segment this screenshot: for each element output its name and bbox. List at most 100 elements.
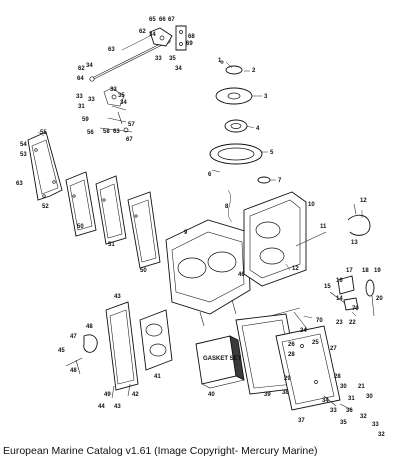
- callout-63: 63: [108, 47, 115, 53]
- callout-67: 67: [168, 17, 175, 23]
- callout-15: 15: [324, 284, 331, 290]
- callout-25: 25: [312, 340, 319, 346]
- callout-64: 64: [77, 76, 84, 82]
- callout-62: 62: [139, 29, 146, 35]
- callout-44: 44: [98, 404, 105, 410]
- callout-30: 30: [340, 384, 347, 390]
- callout-23: 23: [336, 320, 343, 326]
- callout-48: 48: [86, 324, 93, 330]
- callout-34b: 34: [175, 66, 182, 72]
- callout-43b: 43: [114, 404, 121, 410]
- callout-59: 59: [82, 117, 89, 123]
- callout-31b: 31: [348, 396, 355, 402]
- callout-69: 69: [186, 41, 193, 47]
- callout-34e: 34: [322, 398, 329, 404]
- callout-70: 70: [352, 306, 359, 312]
- callout-70b: 70: [316, 318, 323, 324]
- callout-12: 12: [360, 198, 367, 204]
- callout-42: 42: [132, 392, 139, 398]
- callout-9: 9: [184, 230, 188, 236]
- callout-26: 26: [288, 342, 295, 348]
- callout-50: 50: [77, 224, 84, 230]
- leader-lines: [37, 35, 363, 319]
- callout-33c: 33: [88, 97, 95, 103]
- callout-35: 35: [169, 56, 176, 62]
- callout-29: 29: [284, 376, 291, 382]
- callout-7: 7: [278, 178, 282, 184]
- callout-48b: 48: [70, 368, 77, 374]
- callout-28b: 28: [334, 374, 341, 380]
- callout-20: 20: [376, 296, 383, 302]
- crankcase-half: [227, 189, 307, 287]
- callout-46: 46: [238, 272, 245, 278]
- throttle-linkage: [89, 25, 187, 133]
- callout-34: 34: [149, 32, 156, 38]
- callout-33d: 33: [110, 87, 117, 93]
- callout-45: 45: [58, 348, 65, 354]
- image-caption: European Marine Catalog v1.61 (Image Cop…: [3, 445, 318, 457]
- callout-33f: 33: [372, 422, 379, 428]
- callout-2: 2: [252, 68, 256, 74]
- callout-68: 68: [188, 34, 195, 40]
- callout-35c: 35: [340, 420, 347, 426]
- upper-cap-stack: [209, 60, 271, 184]
- thermostat-parts: [329, 275, 375, 317]
- callout-13: 13: [351, 240, 358, 246]
- callout-27: 27: [330, 346, 337, 352]
- callout-37: 37: [298, 418, 305, 424]
- callout-24: 24: [300, 328, 307, 334]
- callout-54: 54: [20, 142, 27, 148]
- callout-6: 6: [208, 172, 212, 178]
- callout-57: 57: [128, 122, 135, 128]
- cylinder-block: [165, 219, 251, 327]
- callout-40: 40: [208, 392, 215, 398]
- callout-39: 39: [264, 392, 271, 398]
- callout-63b: 63: [113, 129, 120, 135]
- callout-1: 1: [218, 58, 222, 64]
- callout-19: 19: [374, 268, 381, 274]
- callout-38: 38: [282, 390, 289, 396]
- gasket-box-label: GASKET SET: [203, 356, 242, 362]
- bolts-and-clip: [295, 203, 371, 247]
- callout-21: 21: [358, 384, 365, 390]
- callout-43: 43: [114, 294, 121, 300]
- left-cover-plates: [27, 131, 161, 269]
- transfer-port-covers: [65, 301, 173, 399]
- callout-34c: 34: [86, 63, 93, 69]
- callout-33b: 33: [76, 94, 83, 100]
- callout-30b: 30: [366, 394, 373, 400]
- callout-56: 56: [87, 130, 94, 136]
- callout-16: 16: [336, 278, 343, 284]
- callout-33: 33: [155, 56, 162, 62]
- callout-34d: 34: [120, 100, 127, 106]
- callout-53: 53: [20, 152, 27, 158]
- callout-62b: 62: [78, 66, 85, 72]
- callout-32: 32: [360, 414, 367, 420]
- gasket-set-box: GASKET SET: [195, 335, 245, 389]
- callout-63c: 63: [16, 181, 23, 187]
- callout-28: 28: [288, 352, 295, 358]
- callout-18: 18: [362, 268, 369, 274]
- callout-67b: 67: [126, 137, 133, 143]
- callout-5: 5: [270, 150, 274, 156]
- callout-65: 65: [149, 17, 156, 23]
- callout-36: 36: [346, 408, 353, 414]
- callout-4: 4: [256, 126, 260, 132]
- callout-47: 47: [70, 334, 77, 340]
- callout-8: 8: [225, 204, 229, 210]
- callout-50b: 50: [140, 268, 147, 274]
- callout-66: 66: [159, 17, 166, 23]
- callout-22: 22: [349, 320, 356, 326]
- callout-17: 17: [346, 268, 353, 274]
- callout-33e: 33: [330, 408, 337, 414]
- callout-49: 49: [104, 392, 111, 398]
- exhaust-cover-plate: [235, 307, 353, 411]
- exploded-parts-diagram: GASKET SET 65 66 67 62 34 68 69 63: [16, 17, 385, 438]
- callout-55: 55: [40, 130, 47, 136]
- callout-3: 3: [264, 94, 268, 100]
- callout-numbers: 65 66 67 62 34 68 69 63 33 35 34 62 34 6…: [16, 17, 385, 438]
- callout-12b: 12: [292, 266, 299, 272]
- callout-10: 10: [308, 202, 315, 208]
- callout-41: 41: [154, 374, 161, 380]
- callout-58: 58: [103, 129, 110, 135]
